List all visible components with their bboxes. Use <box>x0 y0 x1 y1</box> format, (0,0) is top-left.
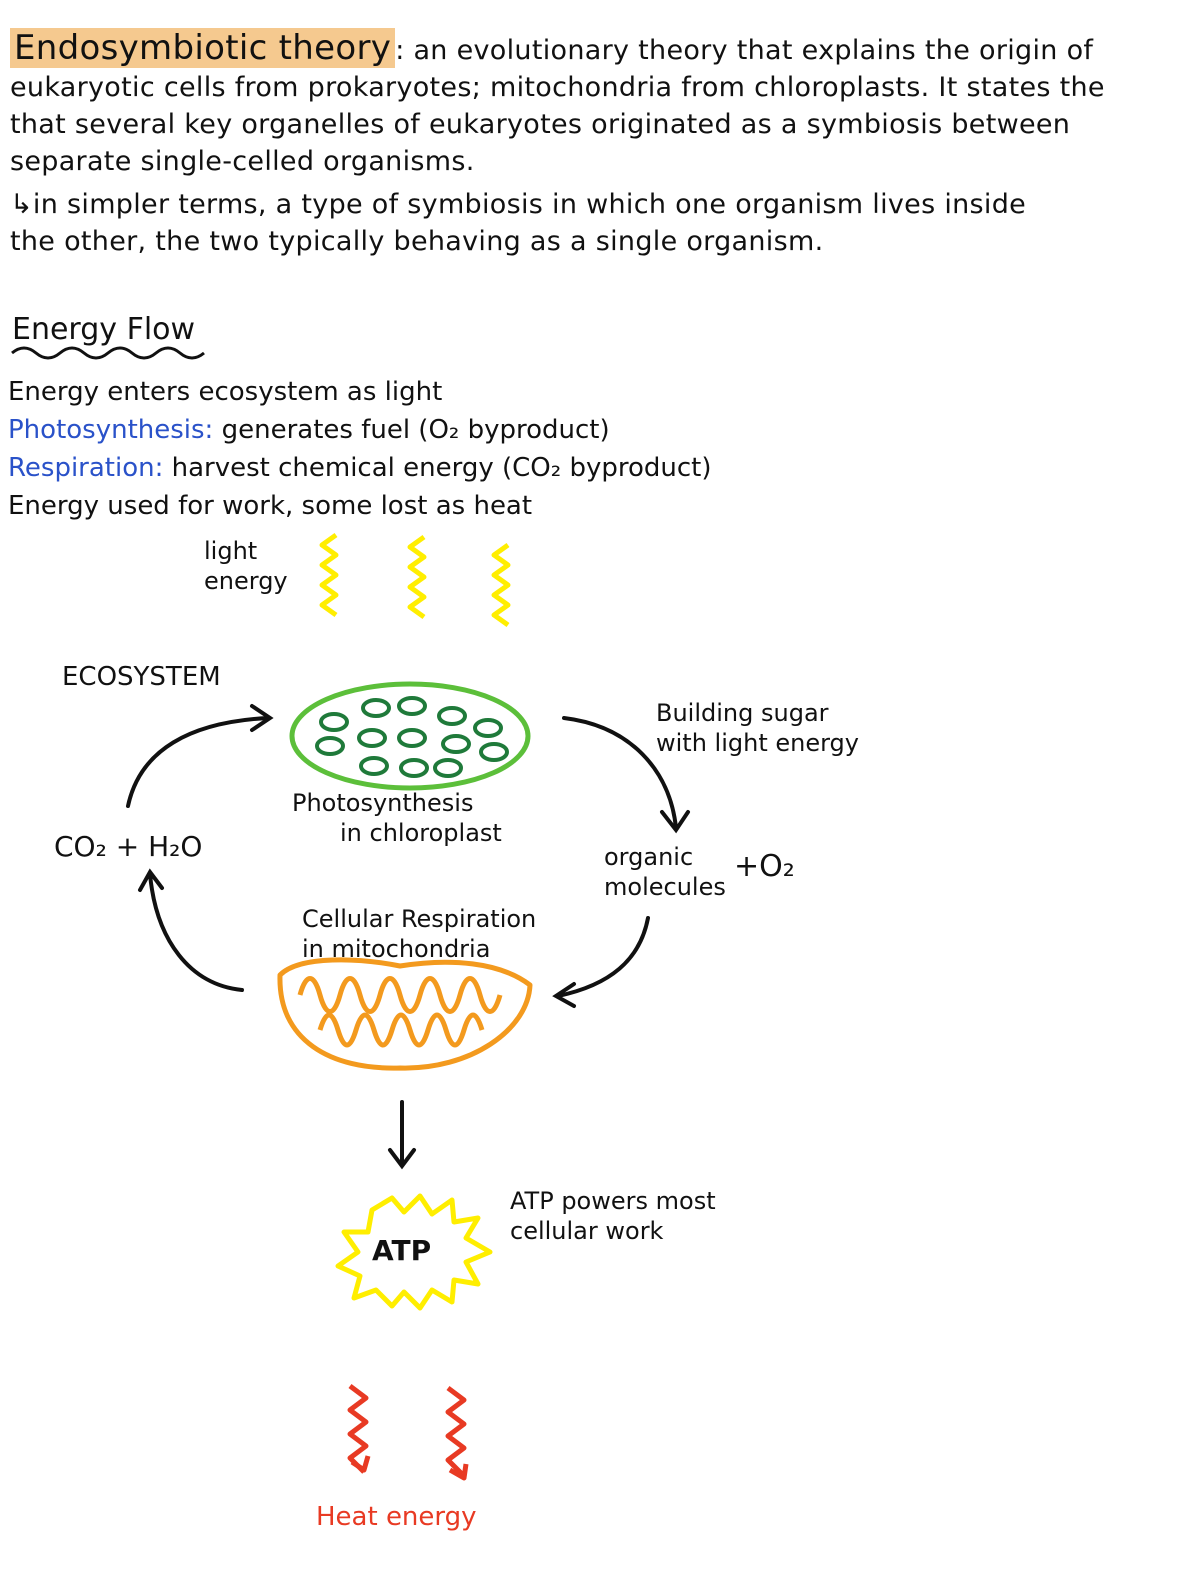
arrow-to-co2 <box>148 872 244 992</box>
light-wave-icon <box>319 532 339 618</box>
heat-wave-icon <box>445 1386 467 1476</box>
term-endosymbiotic-theory: Endosymbiotic theory <box>10 28 396 68</box>
respiration-desc: harvest chemical energy (CO₂ byproduct) <box>163 453 712 483</box>
arrowhead <box>250 704 274 732</box>
cell-resp-line-2: in mitochondria <box>302 935 491 963</box>
photosynthesis-line-2: in chloroplast <box>340 819 502 847</box>
cell-resp-line-1: Cellular Respiration <box>302 905 537 933</box>
photosynthesis-term: Photosynthesis: <box>8 415 214 445</box>
chloroplast-icon <box>289 681 531 791</box>
intro-line-1: Endosymbiotic theory: an evolutionary th… <box>10 28 1093 69</box>
heat-wave-icons <box>347 1384 469 1481</box>
arrowhead <box>448 1463 469 1481</box>
arrowhead <box>138 868 164 892</box>
light-wave-icons <box>319 532 511 628</box>
energy-flow-line-4: Energy used for work, some lost as heat <box>8 491 533 521</box>
heat-wave-icon <box>347 1384 369 1474</box>
energy-flow-line-2: Photosynthesis: generates fuel (O₂ bypro… <box>8 411 712 449</box>
arrowhead <box>388 1148 416 1170</box>
energy-flow-line-3: Respiration: harvest chemical energy (CO… <box>8 449 712 487</box>
intro-line-3: that several key organelles of eukaryote… <box>10 109 1071 140</box>
plus-o2-label: +O₂ <box>734 849 795 884</box>
building-sugar-line-2: with light energy <box>656 729 859 757</box>
intro-line-6: the other, the two typically behaving as… <box>10 226 824 257</box>
intro-line-4: separate single-celled organisms. <box>10 146 475 177</box>
light-energy-line-1: light <box>204 537 258 565</box>
organic-line-2: molecules <box>604 873 726 901</box>
ecosystem-label: ECOSYSTEM <box>62 662 221 692</box>
light-wave-icon <box>491 542 511 628</box>
atp-note-line-1: ATP powers most <box>510 1187 716 1215</box>
photosynthesis-desc: generates fuel (O₂ byproduct) <box>213 415 610 445</box>
arrowhead <box>660 810 690 834</box>
respiration-term: Respiration: <box>8 453 164 483</box>
atp-note-line-2: cellular work <box>510 1217 664 1245</box>
light-energy-line-2: energy <box>204 567 288 595</box>
light-wave-icon <box>407 534 427 620</box>
building-sugar-label: Building sugar with light energy <box>656 698 859 758</box>
intro-line-2: eukaryotic cells from prokaryotes; mitoc… <box>10 72 1105 103</box>
arrowhead <box>350 1455 371 1473</box>
arrowhead <box>552 982 576 1008</box>
intro-line-5: ↳in simpler terms, a type of symbiosis i… <box>10 189 1027 220</box>
intro-paragraph: Endosymbiotic theory: an evolutionary th… <box>10 28 1105 260</box>
arrow-to-chloroplast <box>126 716 270 808</box>
light-energy-label: light energy <box>204 536 288 596</box>
intro-text: : an evolutionary theory that explains t… <box>395 35 1094 66</box>
organic-line-1: organic <box>604 843 694 871</box>
organic-molecules-label: organic molecules <box>604 842 726 902</box>
energy-flow-list: Energy enters ecosystem as light Photosy… <box>8 373 712 525</box>
atp-label: ATP <box>372 1234 432 1267</box>
mitochondria-icon <box>277 957 533 1071</box>
arrow-to-mitochondria <box>556 916 650 998</box>
atp-note-label: ATP powers most cellular work <box>510 1186 716 1246</box>
cycle-arrows <box>126 704 690 1170</box>
cellular-respiration-label: Cellular Respiration in mitochondria <box>302 904 536 964</box>
title-underline-squiggle <box>11 346 205 360</box>
co2-h2o-label: CO₂ + H₂O <box>54 830 203 863</box>
energy-flow-line-1: Energy enters ecosystem as light <box>8 377 443 407</box>
heat-energy-label: Heat energy <box>316 1502 477 1532</box>
photosynthesis-line-1: Photosynthesis <box>292 789 474 817</box>
energy-flow-title: Energy Flow <box>12 312 196 347</box>
photosynthesis-label: Photosynthesis in chloroplast <box>292 788 502 848</box>
atp-starburst-icon <box>335 1193 493 1311</box>
building-sugar-line-1: Building sugar <box>656 699 829 727</box>
arrow-to-organic <box>562 716 678 830</box>
